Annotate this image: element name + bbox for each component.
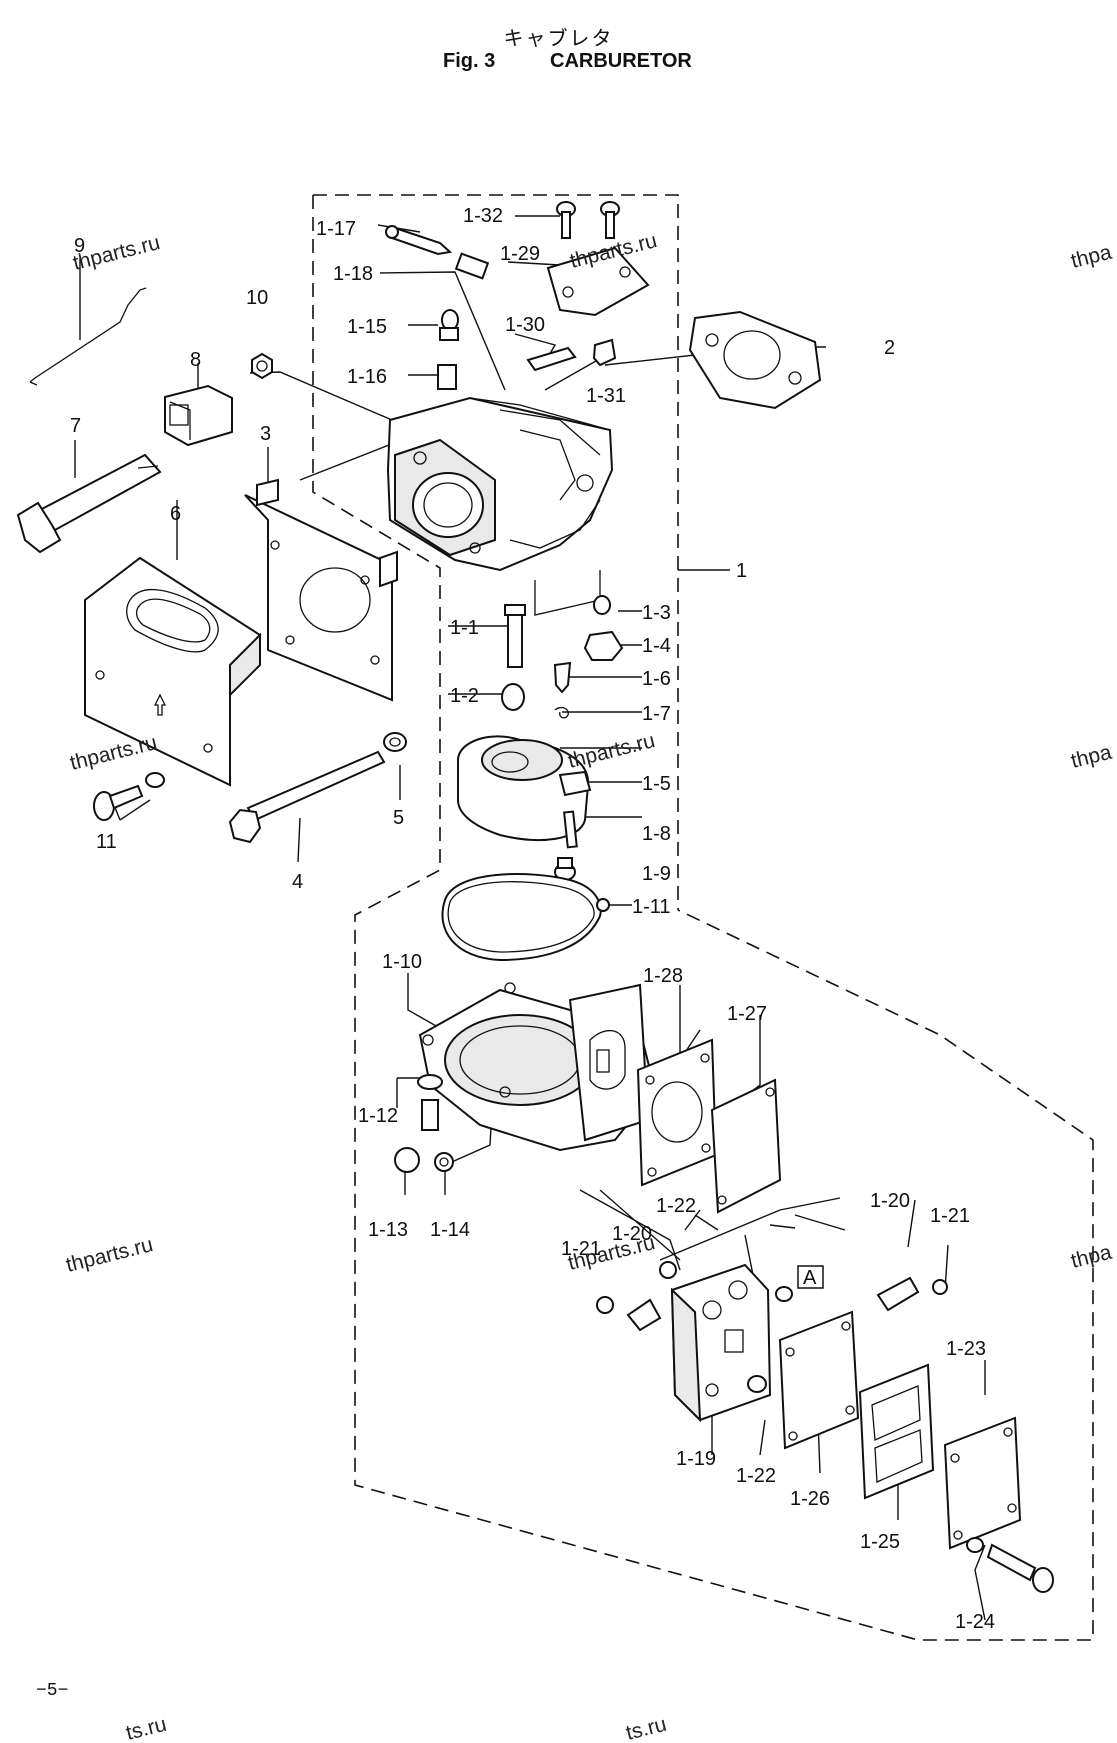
callout-1-23: 1-23 [946, 1338, 986, 1360]
callout-5: 5 [393, 807, 404, 829]
title-japanese: キャブレタ [503, 26, 614, 50]
callout-1-30: 1-30 [505, 314, 545, 336]
callout-1-25: 1-25 [860, 1531, 900, 1553]
part-1-26-diaphragm [778, 1310, 860, 1450]
figure-number: Fig. 3 [443, 50, 496, 72]
callout-2: 2 [884, 337, 895, 359]
callout-1-9: 1-9 [642, 863, 671, 885]
callout-1-4: 1-4 [642, 635, 671, 657]
callout-1-31: 1-31 [586, 385, 626, 407]
callout-1-21-right: 1-21 [930, 1205, 970, 1227]
page-number: −5− [36, 1681, 68, 1701]
callout-7: 7 [70, 415, 81, 437]
pump-screws [596, 1261, 948, 1393]
part-3-plate [244, 478, 398, 702]
callout-1-20-left: 1-20 [612, 1223, 652, 1245]
part-10-nut [251, 352, 273, 380]
watermark-edge-2: thpa [1069, 741, 1115, 773]
callout-1-26: 1-26 [790, 1488, 830, 1510]
callout-1-22-bottom: 1-22 [736, 1465, 776, 1487]
callout-1-19: 1-19 [676, 1448, 716, 1470]
watermark-5: thparts.ru [64, 1233, 156, 1277]
callout-11: 11 [96, 831, 117, 853]
reference-box-label: A [803, 1267, 817, 1289]
callout-1-29: 1-29 [500, 243, 540, 265]
callout-1-21-left: 1-21 [561, 1238, 601, 1260]
carburetor-small-parts [385, 201, 650, 881]
callout-3: 3 [260, 423, 271, 445]
callout-6: 6 [170, 503, 181, 525]
callout-labels: 1 2 3 4 5 6 7 8 9 10 11 1-1 1-2 1-3 1-4 … [70, 205, 995, 1633]
watermark-4: thparts.ru [566, 729, 658, 773]
callout-1-10: 1-10 [382, 951, 422, 973]
callout-1-17: 1-17 [316, 218, 356, 240]
part-5-washer [383, 732, 407, 752]
part-2-gasket [688, 310, 822, 410]
leader-lines [74, 215, 986, 1621]
figure-title: CARBURETOR [550, 50, 692, 72]
callout-1-3: 1-3 [642, 602, 671, 624]
callout-1-16: 1-16 [347, 366, 387, 388]
callout-1-22-top: 1-22 [656, 1195, 696, 1217]
callout-1-15: 1-15 [347, 316, 387, 338]
callout-1-20-right: 1-20 [870, 1190, 910, 1212]
callout-4: 4 [292, 871, 303, 893]
assembly-boundary [312, 194, 1094, 1641]
part-7-shaft [16, 453, 162, 554]
callout-1-28: 1-28 [643, 965, 683, 987]
callout-1-8: 1-8 [642, 823, 671, 845]
callout-1-7: 1-7 [642, 703, 671, 725]
callout-1-5: 1-5 [642, 773, 671, 795]
part-1-23-cover [943, 1416, 1022, 1550]
callout-1-12: 1-12 [358, 1105, 398, 1127]
part-1-carburetor-body [386, 396, 614, 616]
part-1-11-o-ring [441, 873, 610, 962]
watermark-bottom-2: ts.ru [624, 1713, 669, 1743]
part-8-sleeve [164, 384, 233, 447]
callout-1-32: 1-32 [463, 205, 503, 227]
part-1-28-gasket [636, 1038, 718, 1187]
part-4-bolt [228, 750, 386, 844]
callout-1-11: 1-11 [632, 896, 671, 918]
part-9-throttle-rod [29, 287, 147, 386]
watermark-3: thparts.ru [68, 731, 160, 775]
callout-10: 10 [246, 287, 268, 309]
callout-1-18: 1-18 [333, 263, 373, 285]
callout-1-13: 1-13 [368, 1219, 408, 1241]
callout-1-1: 1-1 [450, 617, 479, 639]
callout-8: 8 [190, 349, 201, 371]
watermark-edge-1: thpa [1069, 241, 1115, 273]
part-1-27-gasket [710, 1078, 782, 1214]
watermark-bottom-1: ts.ru [124, 1713, 169, 1743]
callout-1-27: 1-27 [727, 1003, 767, 1025]
callout-1-2: 1-2 [450, 685, 479, 707]
reference-box-a: A [797, 1265, 824, 1289]
callout-1-14: 1-14 [430, 1219, 470, 1241]
part-1-24-screw [966, 1537, 1054, 1593]
part-6-cover [84, 556, 262, 787]
bowl-small-parts [394, 1074, 454, 1173]
callout-1-24: 1-24 [955, 1611, 995, 1633]
part-11-screw [93, 772, 165, 821]
watermark-edge-3: thpa [1069, 1241, 1115, 1273]
part-1-25-gasket [858, 1363, 935, 1500]
callout-1: 1 [736, 560, 747, 582]
part-1-19-pump-body [670, 1263, 772, 1423]
callout-9: 9 [74, 235, 85, 257]
part-1-10-float-bowl [418, 982, 657, 1152]
callout-1-6: 1-6 [642, 668, 671, 690]
